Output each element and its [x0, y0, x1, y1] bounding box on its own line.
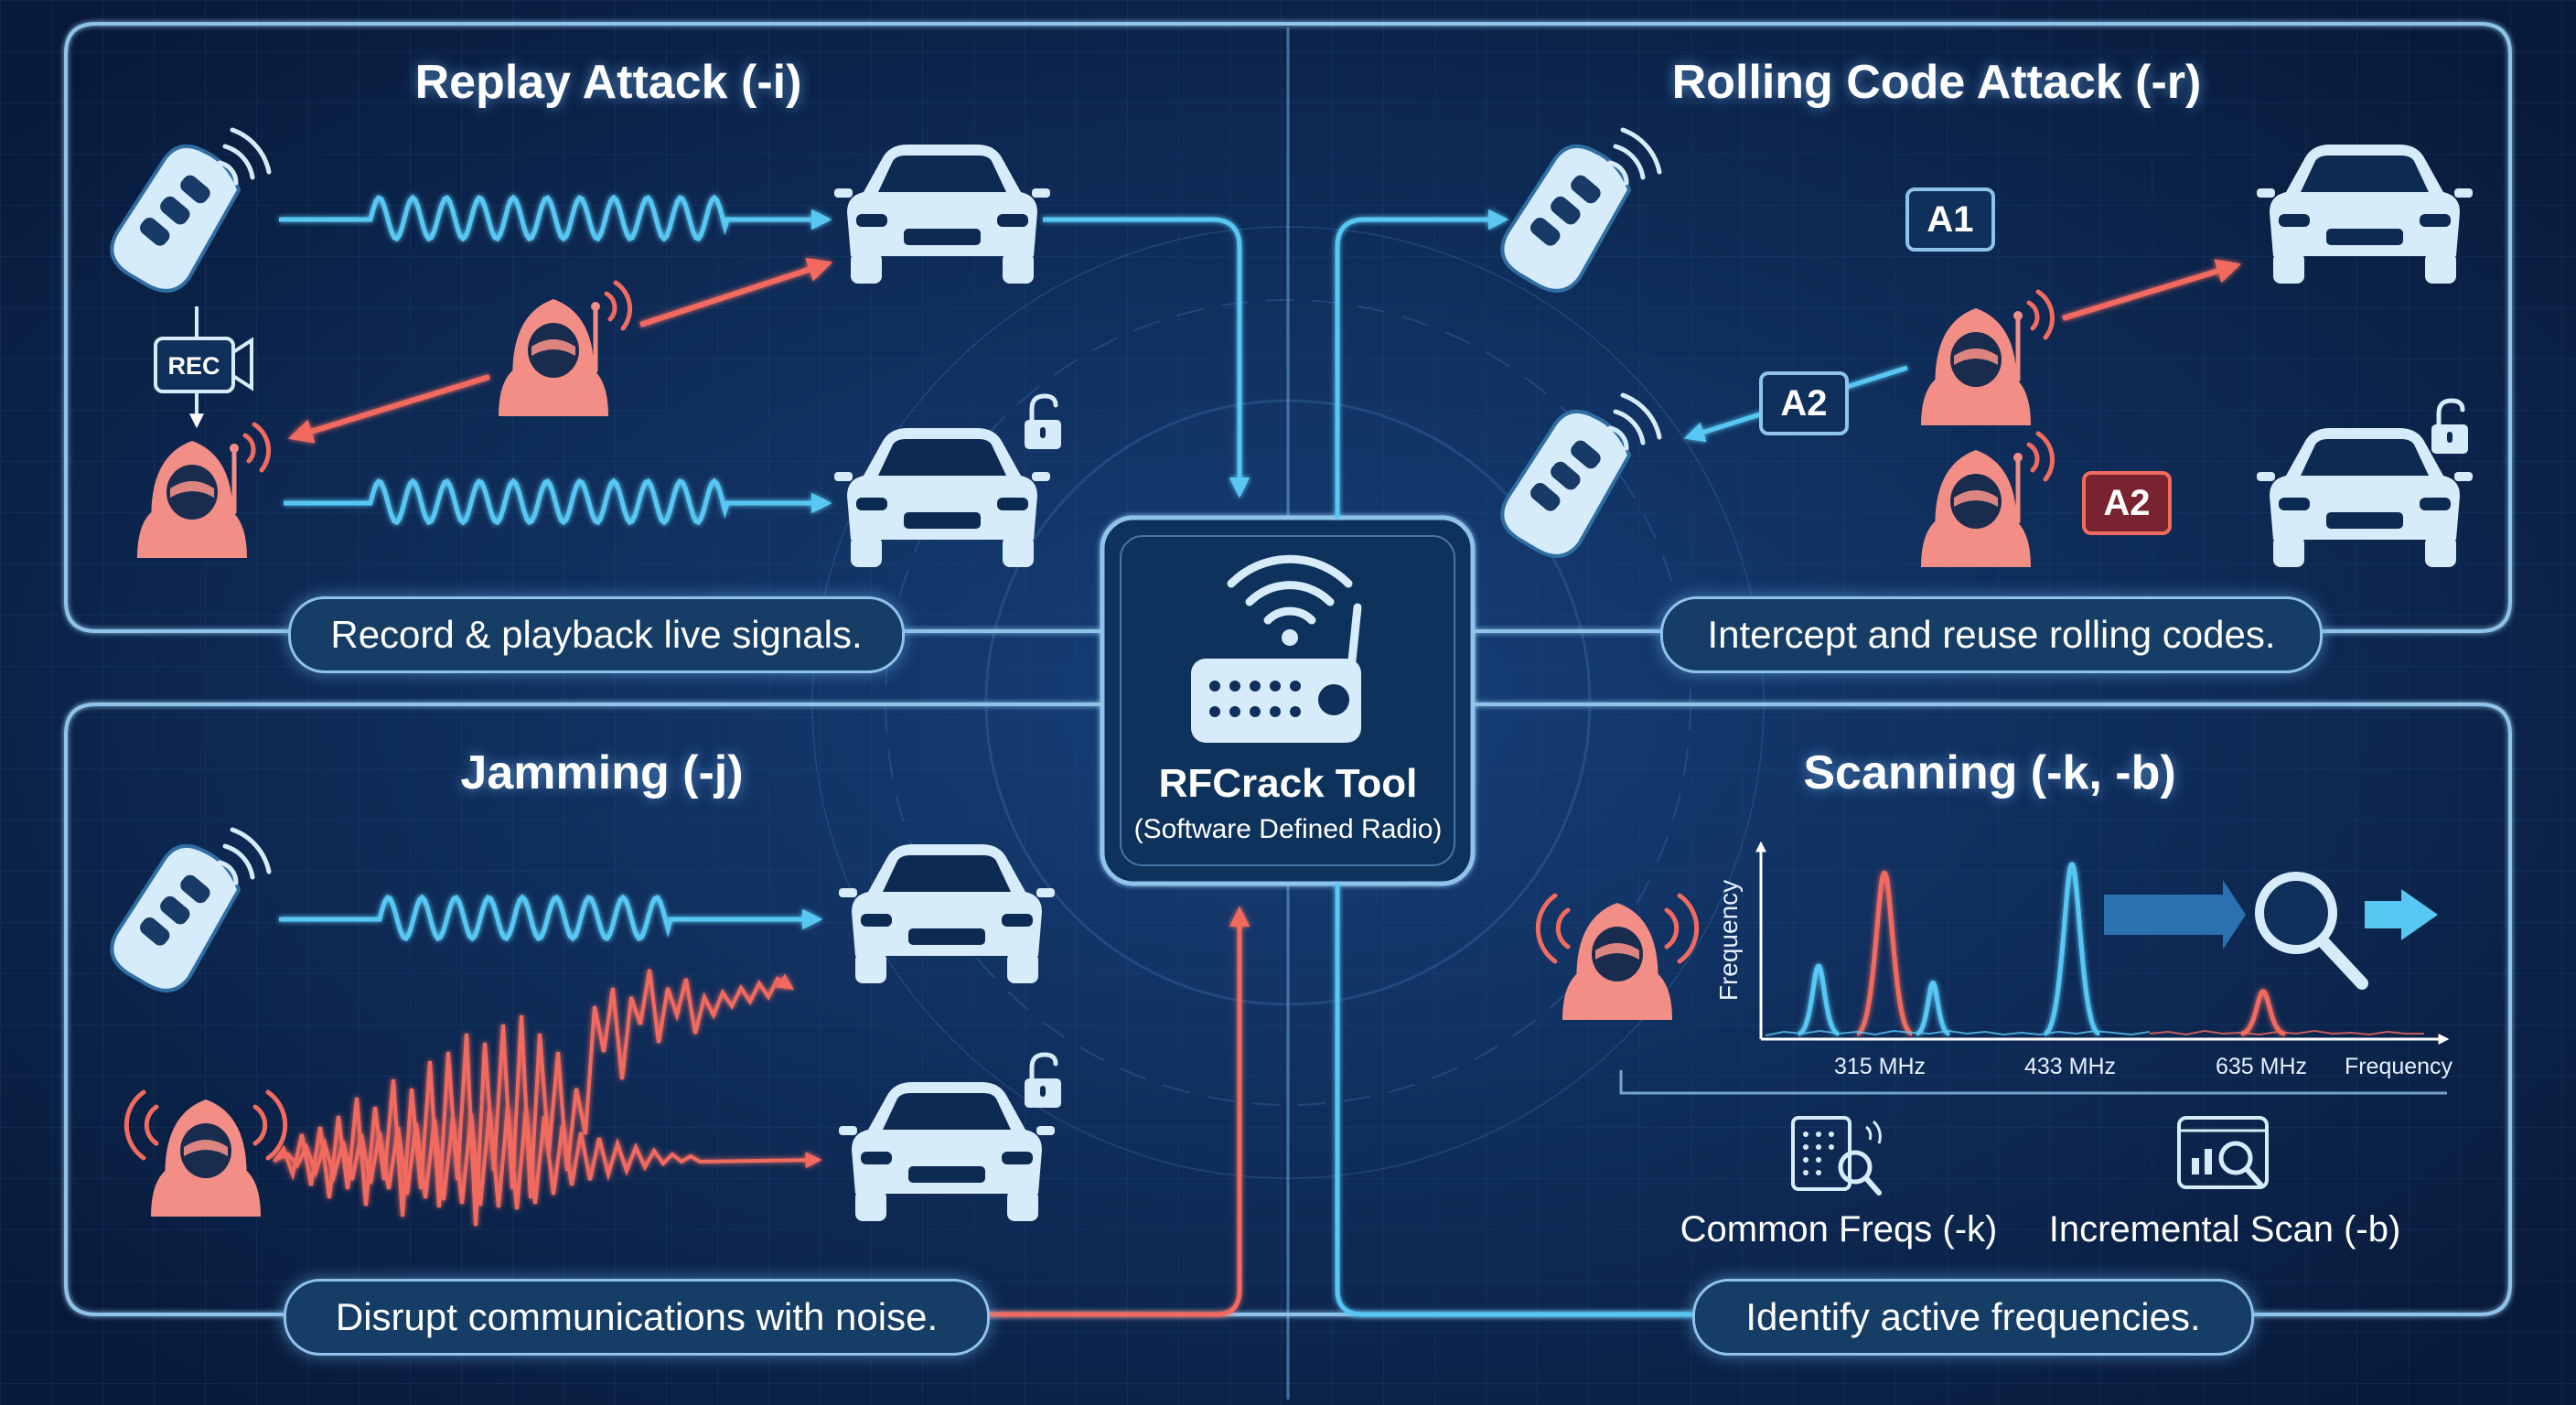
common-freqs-label: Common Freqs (-k): [1680, 1209, 1998, 1249]
noise-wave: [274, 1106, 822, 1210]
replay-title: Replay Attack (-i): [414, 56, 802, 109]
code-tag-a2-reuse-frame: [2082, 471, 2172, 535]
chart-ylabel: Frequency: [1714, 879, 1743, 1002]
router-icon: [1191, 554, 1362, 743]
jamming-panel-frame: [64, 702, 1288, 1316]
spectrum-peak: [1915, 980, 1951, 1036]
frequency-chart: [1755, 841, 2450, 1045]
rec-label: REC: [167, 352, 220, 380]
spectrum-peak: [1855, 870, 1914, 1036]
code-tag-a2: A2: [1780, 382, 1828, 424]
incremental-scan-icon: [2177, 1116, 2269, 1189]
tool-to-rolling-connector: [1335, 209, 1509, 518]
scanning-scene: [1538, 841, 2450, 1196]
spectrum-peak: [1797, 963, 1841, 1036]
chart-tick-label: 635 MHz: [2215, 1054, 2308, 1079]
code-tag-a2-reuse: A2: [2103, 482, 2151, 523]
freq-list-icon: [1791, 1116, 1882, 1196]
replayed-signal-wave: [284, 477, 832, 526]
rolling-panel-frame: [1288, 22, 2512, 633]
spectrum-peak: [2043, 862, 2101, 1036]
code-tag-a1-frame: [1905, 188, 1995, 252]
tool-to-scanning-connector: [1335, 884, 1692, 1317]
replay-caption: Record & playback live signals.: [288, 596, 905, 673]
key-signal-wave: [279, 894, 823, 942]
tool-title: RFCrack Tool: [1158, 761, 1418, 806]
noise-wave: [273, 969, 794, 1227]
rolling-title: Rolling Code Attack (-r): [1671, 56, 2202, 109]
chart-xlabel: Frequency: [2344, 1054, 2453, 1079]
chart-tick-label: 315 MHz: [1833, 1054, 1927, 1079]
spectrum-peak: [2240, 989, 2286, 1036]
original-signal-wave: [279, 194, 832, 242]
jamming-scene: [92, 830, 1061, 1227]
scanning-caption: Identify active frequencies.: [1692, 1279, 2254, 1356]
jamming-title: Jamming (-j): [460, 746, 744, 799]
scanning-title: Scanning (-k, -b): [1803, 746, 2176, 799]
rec-camera-icon: [154, 337, 253, 393]
replay-panel-frame: [64, 22, 1288, 633]
chart-tick-label: 433 MHz: [2023, 1054, 2117, 1079]
magnifier-icon: [2255, 872, 2368, 990]
incremental-scan-label: Incremental Scan (-b): [2048, 1209, 2401, 1249]
rolling-caption: Intercept and reuse rolling codes.: [1660, 596, 2323, 673]
tool-subtitle: (Software Defined Radio): [1133, 814, 1443, 844]
code-tag-a1: A1: [1927, 198, 1974, 240]
replay-to-tool-connector: [1043, 217, 1250, 499]
replay-scene: [92, 130, 1061, 567]
scanning-panel-frame: [1288, 702, 2512, 1316]
jamming-to-tool-connector: [988, 906, 1250, 1317]
jamming-caption: Disrupt communications with noise.: [284, 1279, 990, 1356]
code-tag-a2-frame: [1759, 371, 1849, 435]
